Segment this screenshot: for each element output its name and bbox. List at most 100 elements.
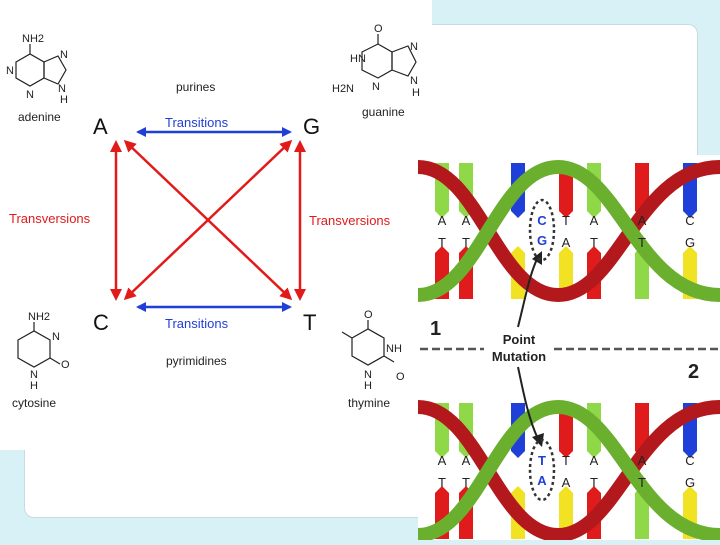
top-pair-top-bar-5: [635, 163, 649, 211]
top-base-bottom-1: T: [462, 235, 470, 250]
transition-label-top: Transitions: [165, 115, 229, 130]
bottom-strand-red: [417, 400, 720, 543]
cytosine-label: cytosine: [12, 396, 56, 410]
guanine-atom-n9: N: [410, 75, 418, 87]
cytosine-structure: [17, 322, 61, 368]
cytosine-atom-o: O: [61, 359, 70, 371]
bottom-pair-top-bar-5: [635, 403, 649, 451]
mutation-types-diagram: NH2 N N N N H adenine O HN H2N N N N H g…: [0, 0, 432, 450]
top-base-bottom-3: A: [562, 235, 571, 250]
bottom-pair-bottom-tip-4: [587, 486, 601, 493]
bottom-base-bottom-6: G: [685, 475, 695, 490]
strand-label-1: 1: [430, 318, 441, 340]
mutation-types-svg: NH2 N N N N H adenine O HN H2N N N N H g…: [6, 23, 420, 410]
top-pair-bottom-bar-5: [635, 253, 649, 299]
top-pair-top-tip-4: [587, 211, 601, 218]
adenine-atom-h: H: [60, 94, 68, 106]
bottom-base-bottom-1: T: [462, 475, 470, 490]
adenine-atom-n7: N: [60, 49, 68, 61]
guanine-hn: HN: [350, 53, 366, 65]
top-pair-bottom-tip-0: [435, 246, 449, 253]
bottom-base-bottom-4: T: [590, 475, 598, 490]
base-c: C: [93, 310, 109, 335]
transversion-arrow-diagonal-gc: [123, 139, 293, 301]
bottom-pair-bottom-tip-0: [435, 486, 449, 493]
cytosine-atom-n3: N: [52, 331, 60, 343]
thymine-atom-n: N: [364, 369, 372, 381]
top-pair-top-tip-0: [435, 211, 449, 218]
thymine-atom-h: H: [364, 380, 372, 392]
top-base-bottom-5: T: [638, 235, 646, 250]
top-base-bottom-6: G: [685, 235, 695, 250]
bottom-base-top-4: A: [590, 453, 599, 468]
adenine-nh2: NH2: [22, 33, 44, 45]
top-base-top-3: T: [562, 213, 570, 228]
mutation-pointer-up-head: [532, 251, 542, 265]
mutated-base-top-2: G: [537, 233, 547, 248]
cytosine-atom-h: H: [30, 380, 38, 392]
thymine-atom-o: O: [396, 371, 405, 383]
bottom-pair-bottom-bar-5: [635, 493, 649, 539]
top-base-top-5: A: [638, 213, 647, 228]
bottom-base-bottom-0: T: [438, 475, 446, 490]
top-pair-bottom-tip-4: [587, 246, 601, 253]
thymine-nh: NH: [386, 343, 402, 355]
guanine-o: O: [374, 23, 383, 35]
bottom-base-top-6: C: [685, 453, 694, 468]
bottom-pair-top-tip-6: [683, 451, 697, 458]
adenine-atom-n3: N: [26, 89, 34, 101]
top-base-top-4: A: [590, 213, 599, 228]
bottom-base-top-5: A: [638, 453, 647, 468]
top-pair-top-tip-3: [559, 211, 573, 218]
top-pair-top-tip-2: [511, 211, 525, 218]
guanine-atom-n7: N: [410, 41, 418, 53]
transversion-label-left: Transversions: [9, 211, 91, 226]
bottom-strand-green: [417, 399, 720, 542]
base-g: G: [303, 114, 320, 139]
mutation-pointer-down-head: [532, 433, 544, 447]
base-t: T: [303, 310, 316, 335]
thymine-label: thymine: [348, 396, 390, 410]
strand-label-2: 2: [688, 361, 699, 383]
bottom-pair-top-tip-4: [587, 451, 601, 458]
top-strand-green: [417, 159, 720, 302]
guanine-label: guanine: [362, 105, 405, 119]
mutation-highlight-bottom: [528, 438, 556, 502]
guanine-h2n: H2N: [332, 83, 354, 95]
bottom-pair-bottom-tip-2: [511, 486, 525, 493]
adenine-label: adenine: [18, 110, 61, 124]
bottom-pair-top-tip-3: [559, 451, 573, 458]
transition-label-bottom: Transitions: [165, 316, 229, 331]
top-pair-bottom-tip-6: [683, 246, 697, 253]
bottom-base-top-1: A: [462, 453, 471, 468]
pyrimidines-label: pyrimidines: [166, 354, 227, 368]
mutated-base-bottom-2: A: [537, 473, 547, 488]
top-base-bottom-4: T: [590, 235, 598, 250]
bottom-pair-top-tip-0: [435, 451, 449, 458]
cytosine-atom-n1: N: [30, 369, 38, 381]
adenine-atom-n9: N: [58, 83, 66, 95]
top-base-top-1: A: [462, 213, 471, 228]
bottom-base-bottom-3: A: [562, 475, 571, 490]
top-pair-bottom-tip-2: [511, 246, 525, 253]
top-strand-red: [417, 160, 720, 303]
bottom-base-top-3: T: [562, 453, 570, 468]
bottom-pair-top-tip-2: [511, 451, 525, 458]
thymine-structure: [341, 320, 395, 366]
thymine-o: O: [364, 309, 373, 321]
guanine-structure: [361, 34, 417, 79]
transversion-label-right: Transversions: [309, 213, 391, 228]
adenine-atom-n1: N: [6, 65, 14, 77]
bottom-pair-bottom-tip-6: [683, 486, 697, 493]
point-mutation-label-line1: Point: [503, 332, 536, 347]
guanine-atom-n3: N: [372, 81, 380, 93]
top-base-bottom-0: T: [438, 235, 446, 250]
mutation-pointer-down: [517, 366, 539, 440]
point-mutation-label-line2: Mutation: [492, 349, 546, 364]
mutation-highlight-top: [528, 198, 556, 262]
top-pair-top-tip-6: [683, 211, 697, 218]
mutated-base-top-1: C: [537, 213, 547, 228]
